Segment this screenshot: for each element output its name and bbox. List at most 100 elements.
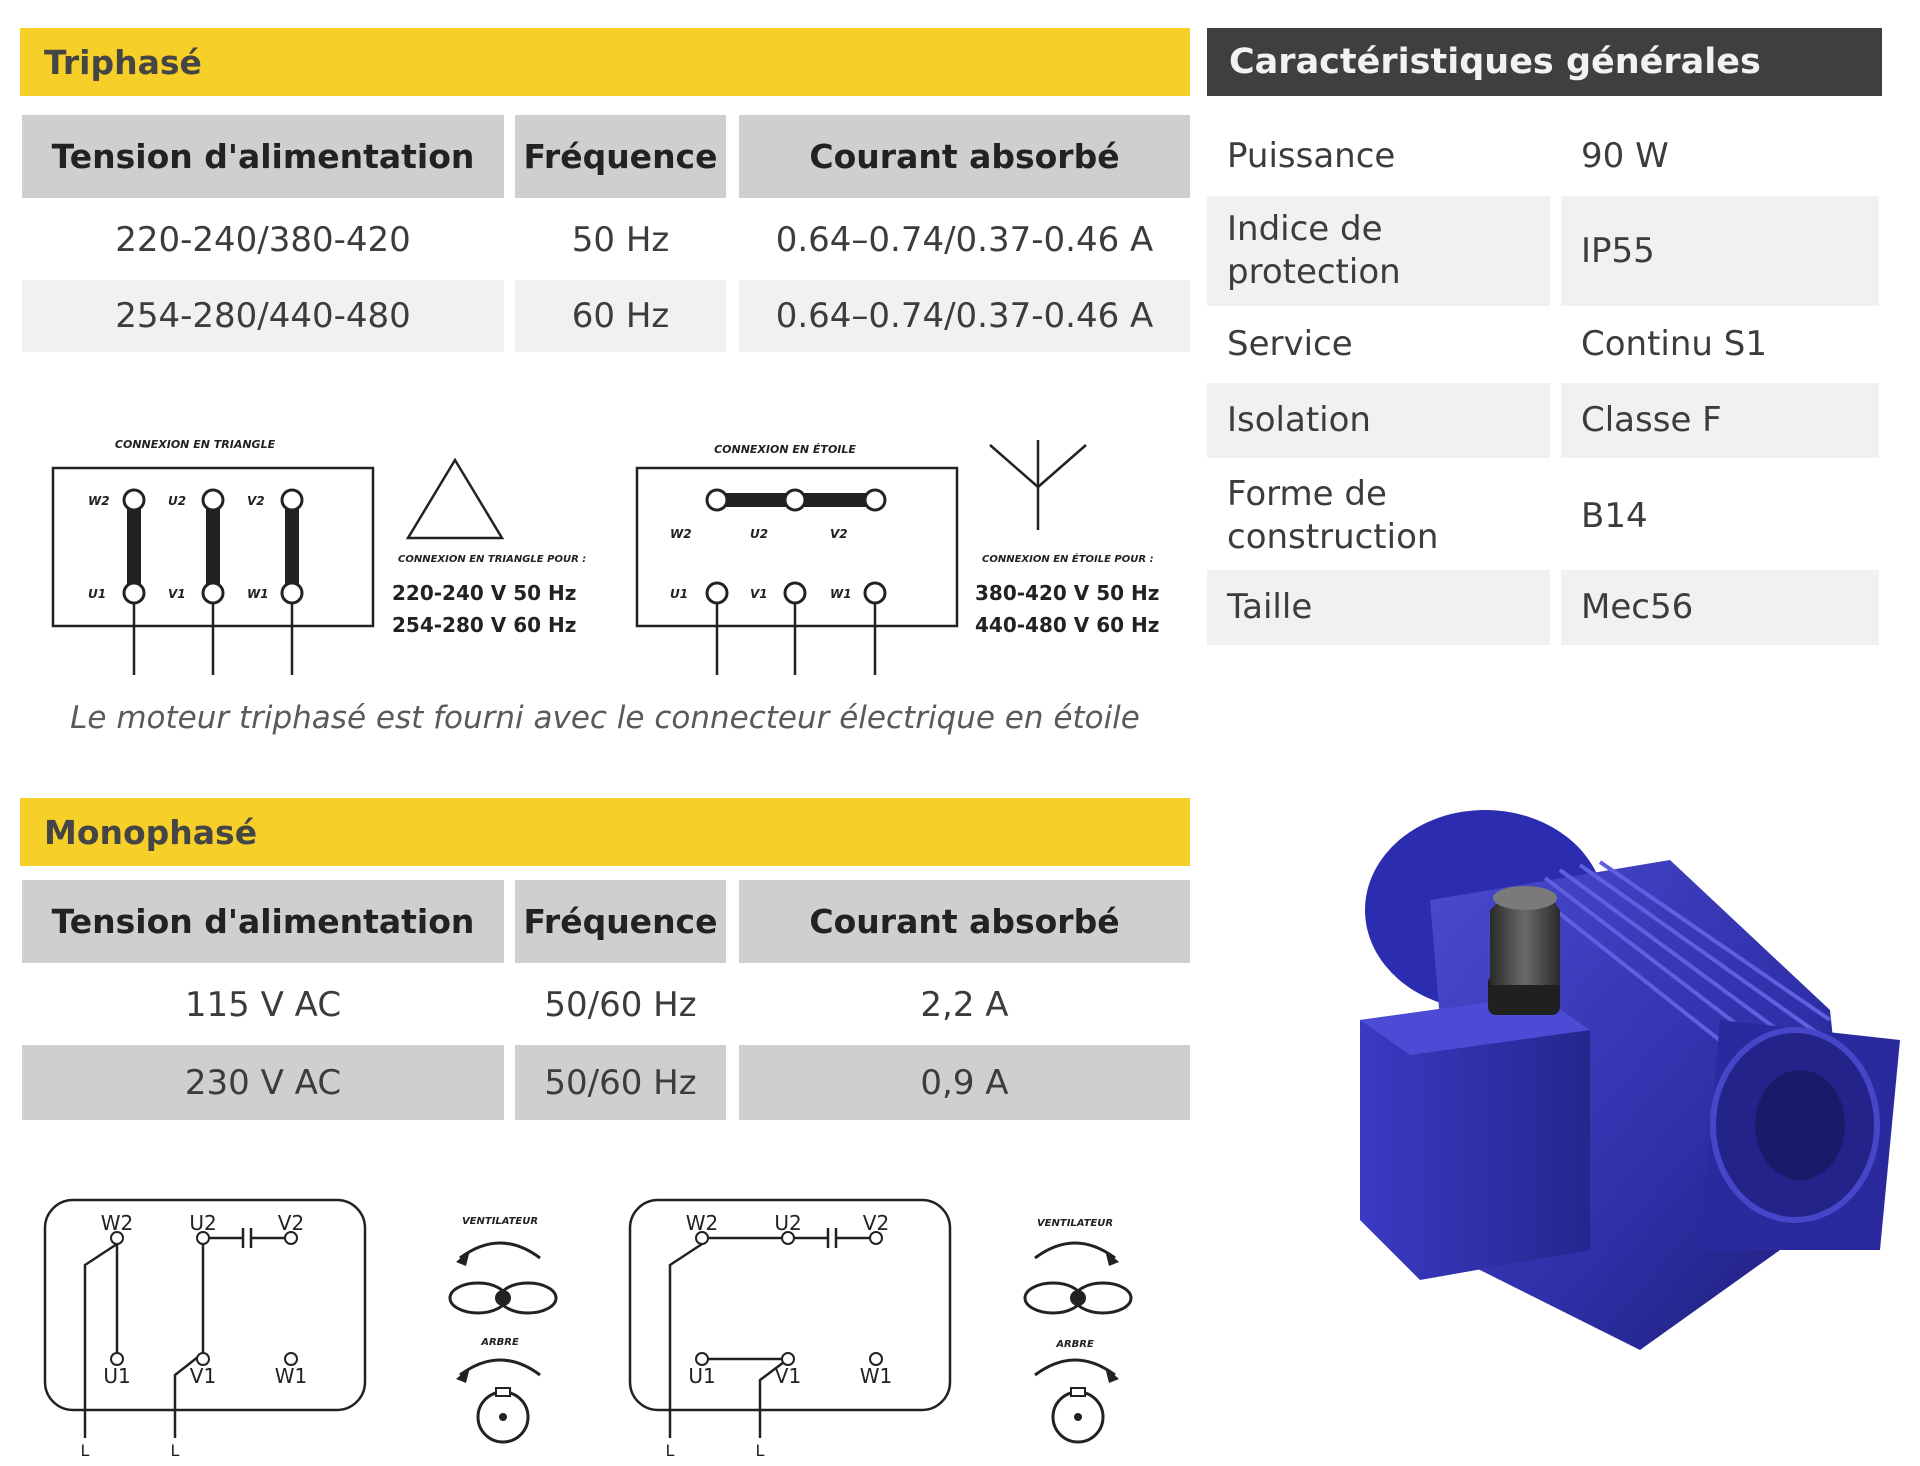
label-u1: U1 (88, 587, 106, 601)
triangle-bridge-1 (127, 502, 141, 587)
fan1-arbre-label: ARBRE (480, 1337, 519, 1348)
triangle-bridge-2 (206, 502, 220, 587)
mono1-label-w1: W1 (275, 1364, 308, 1388)
carac-label-forme-line1: Forme de (1227, 474, 1387, 514)
fan-rotation-icon-2: VENTILATEUR ARBRE (1023, 1218, 1133, 1444)
star-label-u2: U2 (750, 527, 768, 541)
carac-value-forme: B14 (1581, 495, 1648, 536)
carac-label-forme: Forme de construction (1207, 466, 1550, 566)
triangle-bridge-3 (285, 502, 299, 587)
monophase-row1-tension: 115 V AC (184, 985, 342, 1025)
triangle-line2: 254-280 V 60 Hz (392, 613, 576, 637)
motor-cable-gland (1490, 890, 1560, 985)
mono-wiring-diagram-1: W2 U2 V2 U1 V1 W1 L L (43, 1198, 367, 1460)
motor-terminal-box (1360, 995, 1590, 1280)
carac-label-taille: Taille (1207, 570, 1550, 645)
star-diagram-title: CONNEXION EN ÉTOILE (714, 443, 856, 456)
star-terminal-u2 (783, 488, 807, 512)
carac-value-indice: IP55 (1561, 196, 1879, 306)
carac-value-puissance: 90 W (1581, 135, 1669, 176)
carac-value-taille: Mec56 (1561, 570, 1879, 645)
star-terminal-v1 (783, 581, 807, 605)
terminal-w1 (280, 581, 304, 605)
star-terminal-u1 (705, 581, 729, 605)
star-connection-diagram: CONNEXION EN ÉTOILE W2 U2 V2 U1 V1 W1 CO… (635, 440, 1159, 675)
monophase-header-frequence: Fréquence (515, 880, 726, 963)
carac-label-isolation: Isolation (1207, 383, 1550, 458)
carac-label-puissance: Puissance (1227, 135, 1396, 176)
fan-rotation-icon-1: VENTILATEUR ARBRE (448, 1216, 558, 1444)
mono2-line-label-2: L (756, 1441, 765, 1460)
star-terminal-w2 (705, 488, 729, 512)
mono2-label-v1: V1 (775, 1364, 801, 1388)
carac-label-service: Service (1227, 323, 1353, 364)
monophase-row1-courant: 2,2 A (920, 985, 1009, 1025)
triangle-connection-diagram: CONNEXION EN TRIANGLE W2 U2 V2 U1 V1 W1 … (51, 438, 586, 675)
triphase-row1-frequence: 50 Hz (571, 220, 670, 260)
mono1-terminal-box (43, 1198, 367, 1412)
star-terminal-w1 (863, 581, 887, 605)
star-label-v2: V2 (830, 527, 848, 541)
mono-wiring-diagram-2: W2 U2 V2 U1 V1 W1 L L (628, 1198, 952, 1460)
monophase-row1-frequence: 50/60 Hz (544, 985, 697, 1025)
carac-value-service: Continu S1 (1581, 323, 1767, 364)
triangle-caption: CONNEXION EN TRIANGLE POUR : (398, 554, 586, 565)
star-line1: 380-420 V 50 Hz (975, 581, 1159, 605)
triphase-row2-tension: 254-280/440-480 (22, 280, 504, 352)
fan1-ventilateur-label: VENTILATEUR (462, 1216, 538, 1227)
triangle-symbol-icon (405, 457, 505, 540)
carac-label-indice-line1: Indice de (1227, 209, 1383, 249)
triphase-note: Le moteur triphasé est fourni avec le co… (70, 700, 1140, 736)
star-caption: CONNEXION EN ÉTOILE POUR : (982, 552, 1154, 565)
triangle-line1: 220-240 V 50 Hz (392, 581, 576, 605)
mono2-label-u1: U1 (688, 1364, 715, 1388)
fan2-arbre-label: ARBRE (1055, 1339, 1094, 1350)
mono2-terminal-box (628, 1198, 952, 1412)
label-w2: W2 (88, 494, 110, 508)
triphase-title: Triphasé (20, 28, 1190, 96)
monophase-header-tension: Tension d'alimentation (22, 880, 504, 963)
carac-label-indice-line2: protection (1227, 252, 1401, 292)
label-v2: V2 (247, 494, 265, 508)
mono1-label-u1: U1 (103, 1364, 130, 1388)
terminal-u2 (201, 488, 225, 512)
mono1-line-label-1: L (81, 1441, 90, 1460)
monophase-row2-tension: 230 V AC (22, 1045, 504, 1120)
triphase-row2-courant: 0.64–0.74/0.37-0.46 A (739, 280, 1190, 352)
carac-label-indice: Indice de protection (1207, 196, 1550, 306)
label-w1: W1 (247, 587, 269, 601)
mono2-label-w1: W1 (860, 1364, 893, 1388)
motor-product-image (1360, 810, 1900, 1350)
monophase-title: Monophasé (20, 798, 1190, 866)
star-label-w1: W1 (830, 587, 852, 601)
caracteristiques-title: Caractéristiques générales (1207, 28, 1882, 96)
monophase-row2-courant: 0,9 A (739, 1045, 1190, 1120)
carac-label-forme-line2: construction (1227, 517, 1439, 557)
star-label-v1: V1 (750, 587, 768, 601)
triphase-row2-frequence: 60 Hz (515, 280, 726, 352)
label-v1: V1 (168, 587, 186, 601)
star-terminal-v2 (863, 488, 887, 512)
mono1-line-label-2: L (171, 1441, 180, 1460)
triphase-row1-courant: 0.64–0.74/0.37-0.46 A (775, 220, 1154, 260)
triphase-row1-tension: 220-240/380-420 (115, 220, 411, 260)
monophase-header-courant: Courant absorbé (739, 880, 1190, 963)
star-line2: 440-480 V 60 Hz (975, 613, 1159, 637)
monophase-row2-frequence: 50/60 Hz (515, 1045, 726, 1120)
terminal-v1 (201, 581, 225, 605)
terminal-v2 (280, 488, 304, 512)
triphase-header-frequence: Fréquence (515, 115, 726, 198)
star-terminal-box (635, 466, 959, 628)
carac-value-isolation: Classe F (1561, 383, 1879, 458)
terminal-u1 (122, 581, 146, 605)
triphase-header-tension: Tension d'alimentation (22, 115, 504, 198)
mono2-line-label-1: L (666, 1441, 675, 1460)
triangle-diagram-title: CONNEXION EN TRIANGLE (115, 438, 276, 451)
label-u2: U2 (168, 494, 186, 508)
triphase-header-courant: Courant absorbé (739, 115, 1190, 198)
star-label-u1: U1 (670, 587, 688, 601)
star-label-w2: W2 (670, 527, 692, 541)
star-symbol-icon (989, 440, 1087, 530)
fan2-ventilateur-label: VENTILATEUR (1037, 1218, 1113, 1229)
mono1-label-v1: V1 (190, 1364, 216, 1388)
